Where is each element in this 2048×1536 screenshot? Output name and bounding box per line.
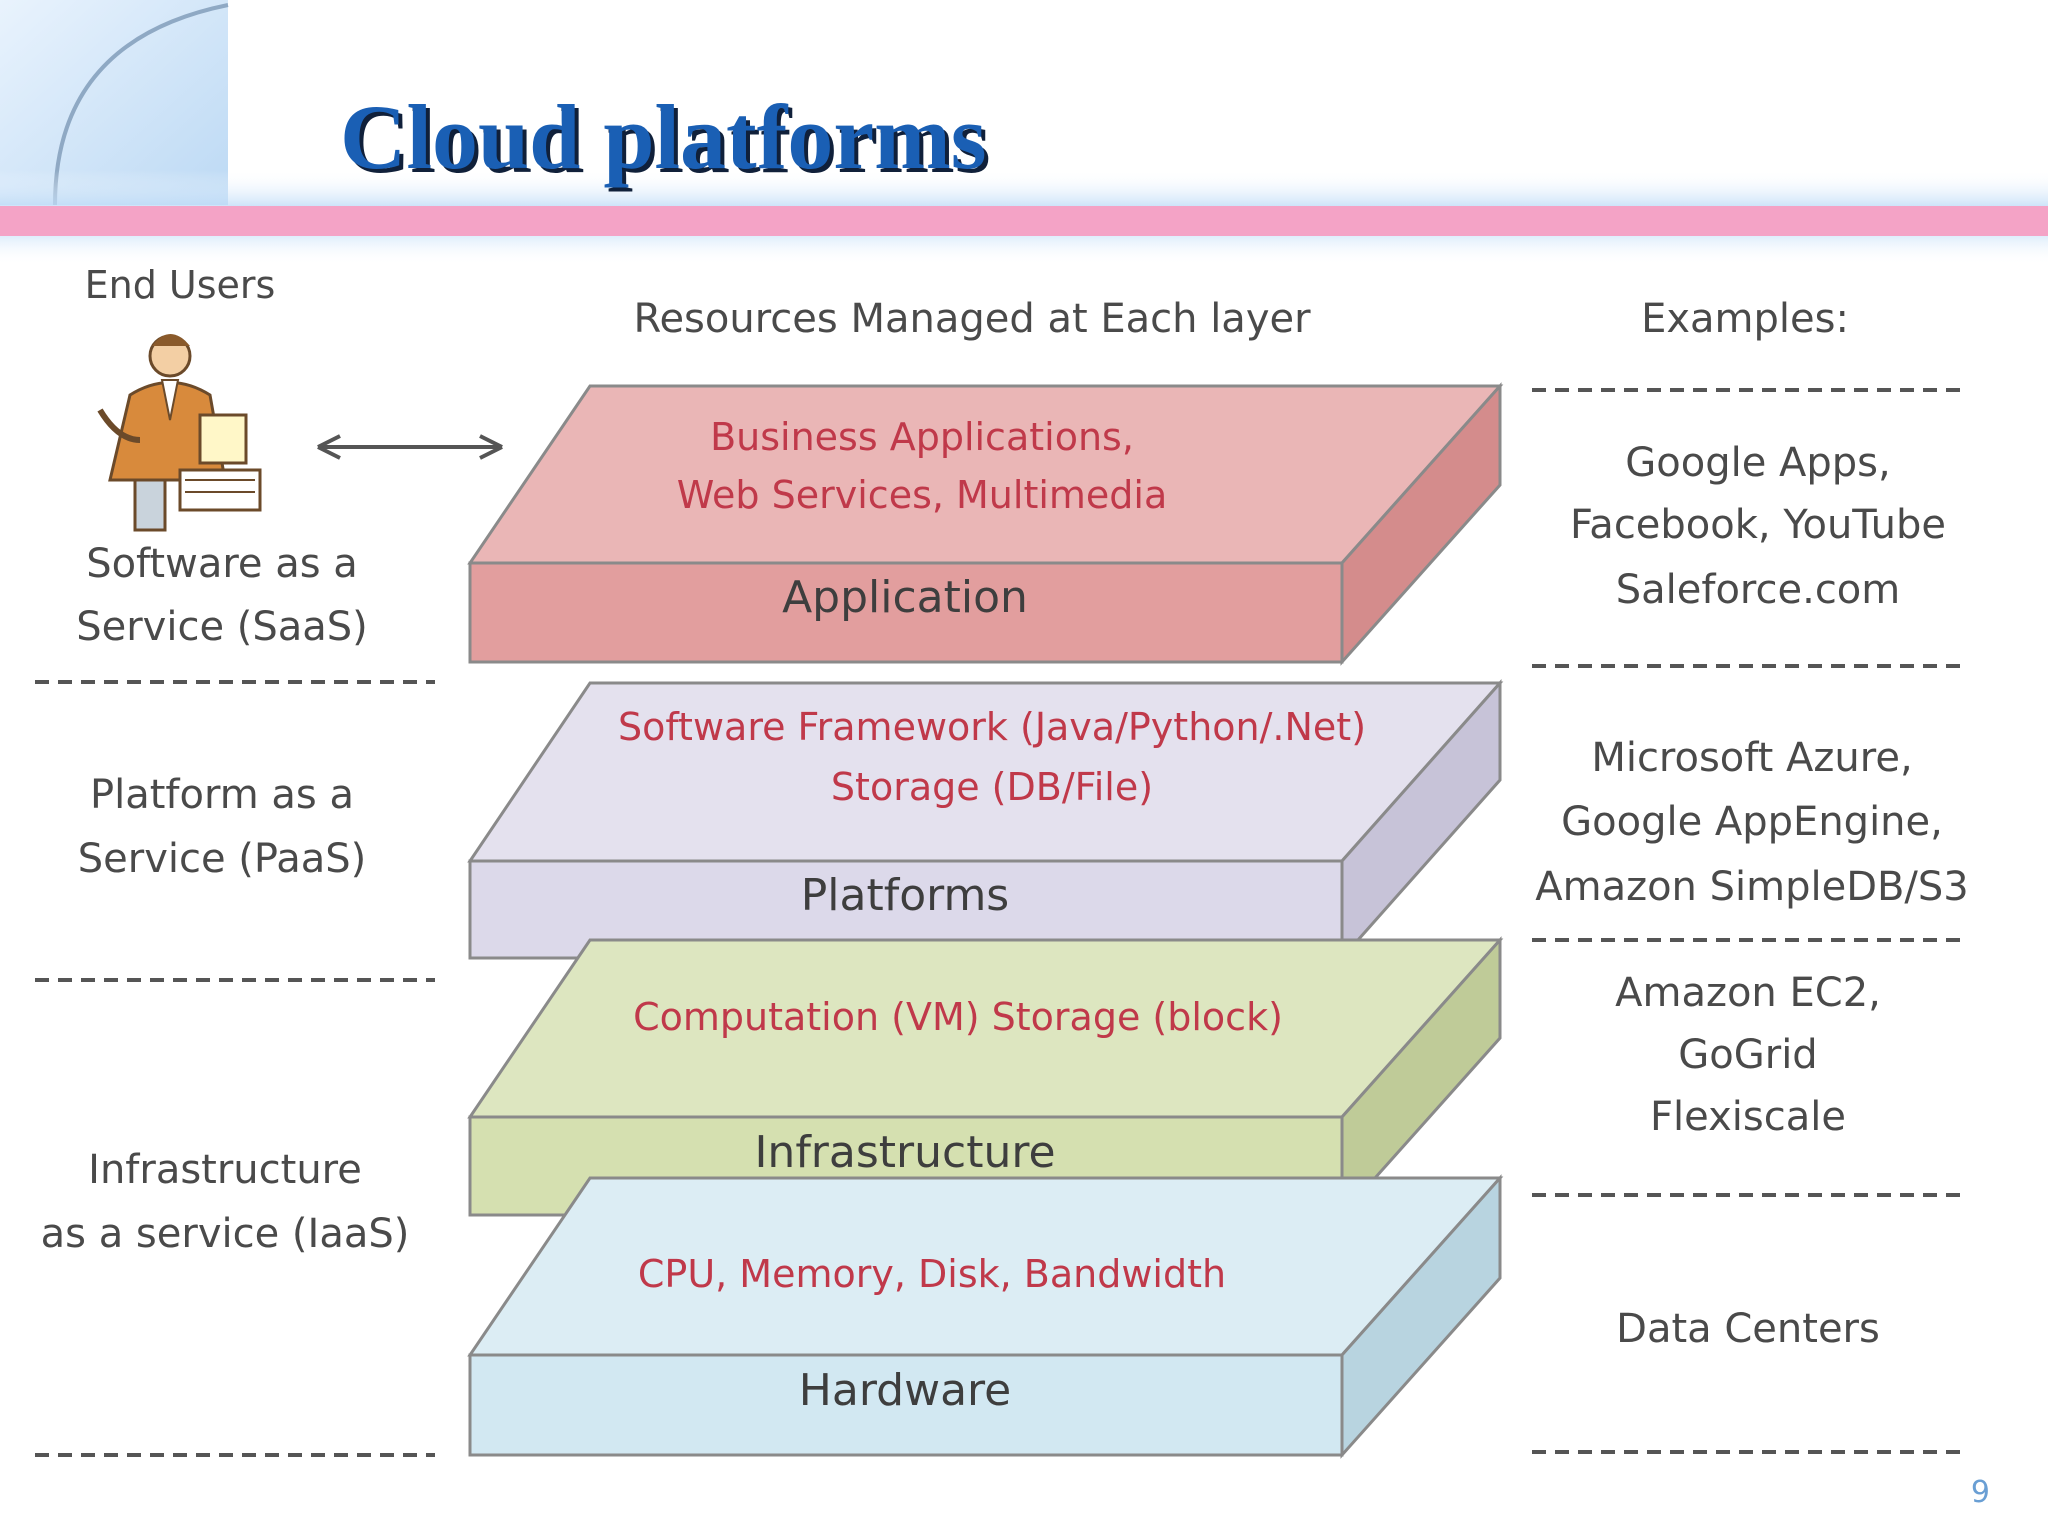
resources-header: Resources Managed at Each layer: [633, 296, 1311, 342]
slide-title-shadow: Cloud platforms: [344, 90, 991, 192]
layer-resource-text: Computation (VM) Storage (block): [633, 995, 1283, 1039]
example-line: Amazon SimpleDB/S3: [1535, 864, 1969, 910]
layer-application: Business Applications, Web Services, Mult…: [467, 382, 1504, 666]
example-line: Flexiscale: [1650, 1094, 1846, 1140]
right-separators: [1532, 388, 1968, 1454]
example-line: Saleforce.com: [1616, 567, 1901, 613]
service-model-saas: Software as a Service (SaaS): [76, 541, 368, 650]
example-line: Data Centers: [1616, 1306, 1880, 1352]
examples-hardware: Data Centers: [1616, 1306, 1880, 1352]
layer-front-face: [468, 1353, 1344, 1457]
layer-name: Hardware: [799, 1365, 1011, 1416]
end-users-label: End Users: [85, 263, 276, 307]
layer-name: Infrastructure: [754, 1127, 1055, 1178]
page-number: 9: [1971, 1475, 1990, 1510]
examples-header: Examples:: [1641, 296, 1849, 342]
examples-iaas: Amazon EC2, GoGrid Flexiscale: [1615, 970, 1881, 1140]
corner-arc: [53, 3, 229, 206]
service-model-line: as a service (IaaS): [41, 1211, 410, 1257]
example-line: Microsoft Azure,: [1591, 735, 1912, 781]
layer-resource-text: Web Services, Multimedia: [677, 473, 1168, 517]
service-model-line: Service (SaaS): [76, 604, 368, 650]
service-model-line: Infrastructure: [88, 1147, 362, 1193]
end-user-icon: [97, 334, 262, 532]
layer-name: Application: [782, 572, 1028, 623]
layer-resource-text: CPU, Memory, Disk, Bandwidth: [638, 1252, 1226, 1296]
service-model-line: Service (PaaS): [78, 836, 367, 882]
user-layer-arrow: [317, 434, 503, 460]
header-decoration: [0, 0, 2048, 265]
example-line: Facebook, YouTube: [1570, 502, 1946, 548]
layer-name: Platforms: [801, 870, 1009, 921]
slide-title: Cloud platforms: [340, 86, 987, 188]
service-model-line: Platform as a: [90, 772, 354, 818]
layer-front-face: [468, 561, 1344, 664]
example-line: GoGrid: [1678, 1032, 1817, 1078]
layer-stack: Business Applications, Web Services, Mult…: [467, 382, 1504, 1459]
example-line: Google Apps,: [1625, 440, 1890, 486]
layer-infrastructure: Computation (VM) Storage (block) Infrastr…: [467, 936, 1504, 1219]
service-model-iaas: Infrastructure as a service (IaaS): [41, 1147, 410, 1257]
header-pink-stripe: [0, 206, 2048, 236]
layer-resource-text: Business Applications,: [710, 415, 1134, 459]
example-line: Amazon EC2,: [1615, 970, 1881, 1016]
example-line: Google AppEngine,: [1561, 799, 1943, 845]
examples-saas: Google Apps, Facebook, YouTube Saleforce…: [1570, 440, 1946, 613]
examples-paas: Microsoft Azure, Google AppEngine, Amazo…: [1535, 735, 1969, 910]
layer-resource-text: Software Framework (Java/Python/.Net): [618, 705, 1366, 749]
service-model-paas: Platform as a Service (PaaS): [78, 772, 367, 882]
service-model-line: Software as a: [86, 541, 358, 587]
left-separators: [35, 680, 435, 1457]
layer-resource-text: Storage (DB/File): [831, 765, 1153, 809]
layer-platforms: Software Framework (Java/Python/.Net) Sto…: [467, 679, 1504, 962]
